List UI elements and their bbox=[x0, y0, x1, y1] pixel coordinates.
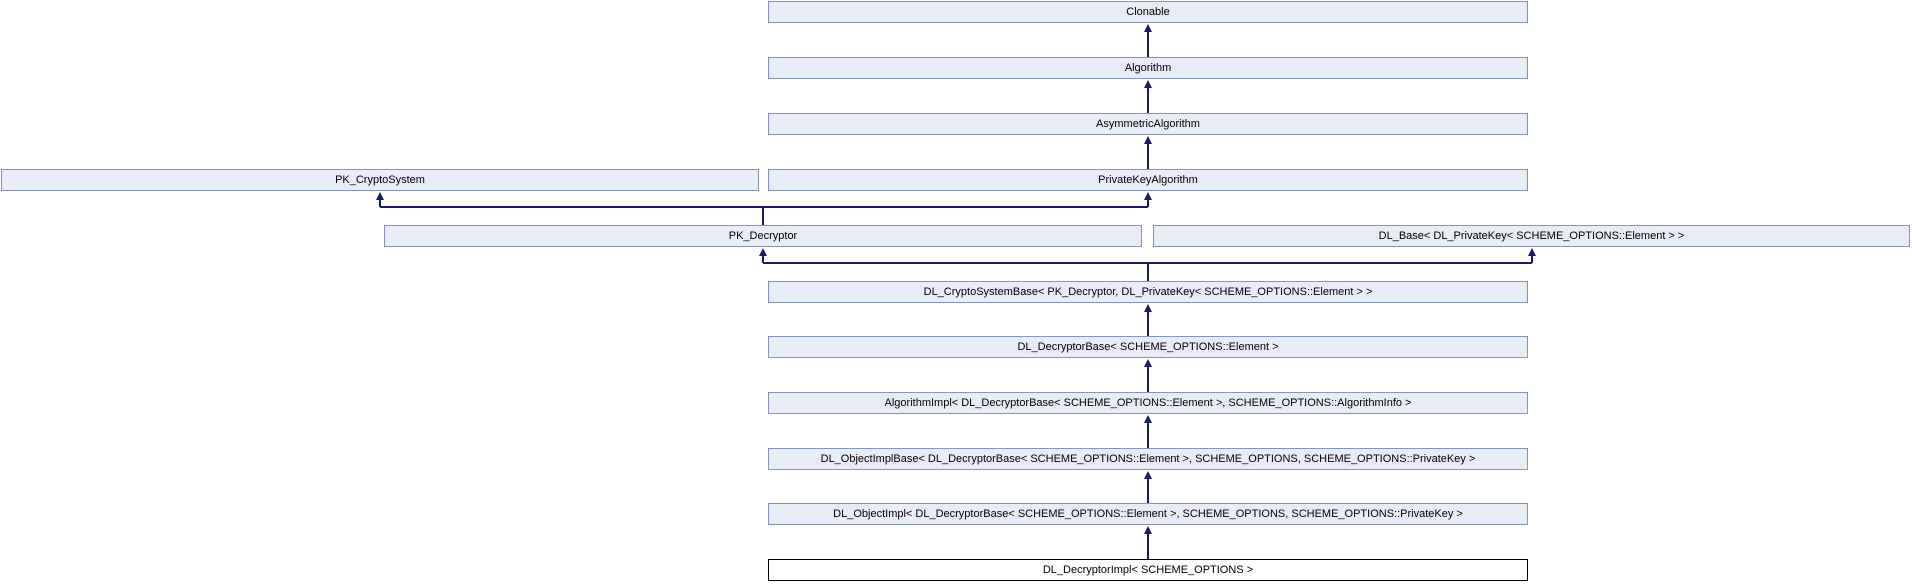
inheritance-edge-line bbox=[763, 262, 1532, 264]
arrowhead-up-icon bbox=[1144, 304, 1152, 312]
inheritance-edge-line bbox=[1147, 534, 1149, 559]
inheritance-edge-line bbox=[1531, 256, 1533, 263]
inheritance-edge-line bbox=[1147, 423, 1149, 448]
arrowhead-up-icon bbox=[1528, 248, 1536, 256]
class-node-asymmetric-algorithm[interactable]: AsymmetricAlgorithm bbox=[768, 113, 1528, 135]
class-node-clonable[interactable]: Clonable bbox=[768, 1, 1528, 23]
class-node-label: DL_ObjectImplBase< DL_DecryptorBase< SCH… bbox=[820, 452, 1476, 465]
class-node-label: DL_CryptoSystemBase< PK_Decryptor, DL_Pr… bbox=[923, 285, 1373, 298]
inheritance-edge-line bbox=[1147, 367, 1149, 392]
inheritance-edge-line bbox=[1147, 200, 1149, 207]
class-node-label: PK_Decryptor bbox=[728, 229, 798, 242]
inheritance-edge-line bbox=[379, 200, 381, 207]
class-node-algorithm[interactable]: Algorithm bbox=[768, 57, 1528, 79]
arrowhead-up-icon bbox=[1144, 24, 1152, 32]
inheritance-edge-line bbox=[380, 206, 1148, 208]
arrowhead-up-icon bbox=[1144, 192, 1152, 200]
class-node-pk-cryptosystem[interactable]: PK_CryptoSystem bbox=[1, 169, 759, 191]
class-node-label: PrivateKeyAlgorithm bbox=[1098, 173, 1198, 186]
inheritance-edge-line bbox=[1147, 143, 1149, 169]
class-node-label: DL_Base< DL_PrivateKey< SCHEME_OPTIONS::… bbox=[1378, 229, 1685, 242]
arrowhead-up-icon bbox=[376, 192, 384, 200]
class-node-label: DL_DecryptorImpl< SCHEME_OPTIONS > bbox=[1042, 563, 1254, 576]
inheritance-edge-line bbox=[1147, 87, 1149, 113]
class-node-private-key-algorithm[interactable]: PrivateKeyAlgorithm bbox=[768, 169, 1528, 191]
class-node-dl-cryptosystembase[interactable]: DL_CryptoSystemBase< PK_Decryptor, DL_Pr… bbox=[768, 281, 1528, 303]
class-node-algorithm-impl[interactable]: AlgorithmImpl< DL_DecryptorBase< SCHEME_… bbox=[768, 392, 1528, 414]
arrowhead-up-icon bbox=[1144, 526, 1152, 534]
arrowhead-up-icon bbox=[1144, 136, 1152, 144]
class-node-dl-decryptorimpl: DL_DecryptorImpl< SCHEME_OPTIONS > bbox=[768, 559, 1528, 581]
class-node-dl-decryptorbase[interactable]: DL_DecryptorBase< SCHEME_OPTIONS::Elemen… bbox=[768, 336, 1528, 358]
inheritance-edge-line bbox=[762, 207, 764, 225]
class-node-dl-objectimpl[interactable]: DL_ObjectImpl< DL_DecryptorBase< SCHEME_… bbox=[768, 503, 1528, 525]
class-node-label: DL_DecryptorBase< SCHEME_OPTIONS::Elemen… bbox=[1017, 340, 1279, 353]
arrowhead-up-icon bbox=[759, 248, 767, 256]
arrowhead-up-icon bbox=[1144, 80, 1152, 88]
class-node-label: AsymmetricAlgorithm bbox=[1096, 117, 1200, 130]
inheritance-edge-line bbox=[1147, 312, 1149, 336]
class-node-dl-base[interactable]: DL_Base< DL_PrivateKey< SCHEME_OPTIONS::… bbox=[1153, 225, 1910, 247]
class-node-label: Algorithm bbox=[1124, 61, 1172, 74]
inheritance-edge-line bbox=[1147, 31, 1149, 57]
inheritance-edge-line bbox=[1147, 263, 1149, 281]
class-node-pk-decryptor[interactable]: PK_Decryptor bbox=[384, 225, 1142, 247]
inheritance-edge-line bbox=[1147, 479, 1149, 503]
arrowhead-up-icon bbox=[1144, 359, 1152, 367]
arrowhead-up-icon bbox=[1144, 471, 1152, 479]
class-node-label: Clonable bbox=[1126, 5, 1170, 18]
arrowhead-up-icon bbox=[1144, 415, 1152, 423]
class-node-label: DL_ObjectImpl< DL_DecryptorBase< SCHEME_… bbox=[833, 507, 1463, 520]
class-node-dl-objectimplbase[interactable]: DL_ObjectImplBase< DL_DecryptorBase< SCH… bbox=[768, 448, 1528, 470]
class-node-label: PK_CryptoSystem bbox=[335, 173, 425, 186]
class-node-label: AlgorithmImpl< DL_DecryptorBase< SCHEME_… bbox=[884, 396, 1412, 409]
inheritance-edge-line bbox=[762, 256, 764, 263]
